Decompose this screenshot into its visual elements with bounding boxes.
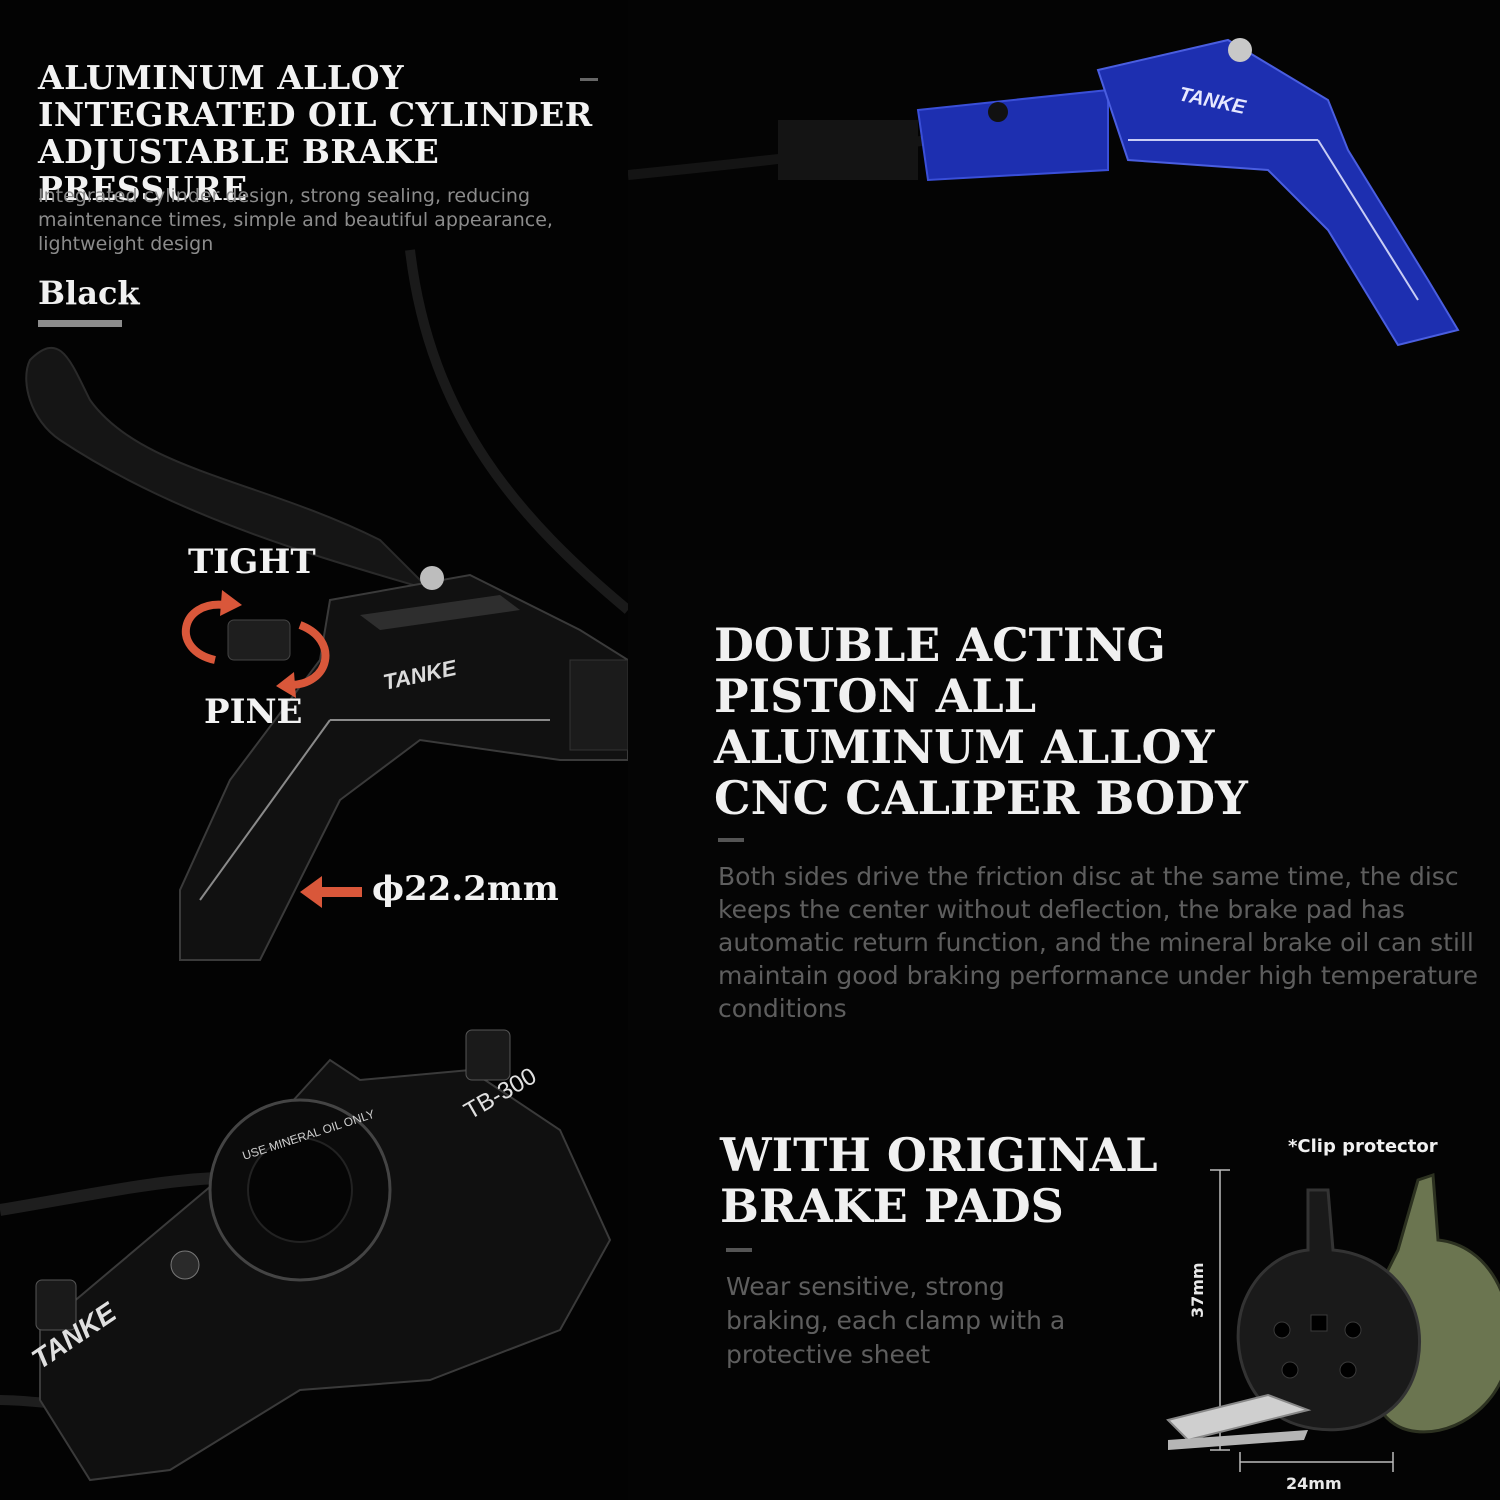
color-variant-label: Black bbox=[38, 274, 140, 312]
pressure-adjuster-knob bbox=[227, 619, 291, 661]
brake-pads-heading: WITH ORIGINAL BRAKE PADS bbox=[720, 1130, 1158, 1232]
diameter-arrowhead-icon bbox=[300, 876, 322, 908]
loosen-arrow-icon bbox=[289, 621, 330, 689]
pivot-bolt bbox=[1228, 38, 1252, 62]
heading-line: WITH ORIGINAL bbox=[720, 1128, 1158, 1182]
brake-hose bbox=[405, 249, 628, 614]
left-feature-panel: TANKE TB-300 USE MINERAL OIL ONLY TANKE … bbox=[0, 0, 628, 1500]
left-panel-heading: ALUMINUM ALLOY INTEGRATED OIL CYLINDER A… bbox=[38, 58, 628, 208]
heading-line: ADJUSTABLE BRAKE PRESSURE bbox=[38, 131, 440, 208]
loosen-arrowhead-icon bbox=[276, 672, 296, 698]
caliper-feature-panel: DOUBLE ACTING PISTON ALL ALUMINUM ALLOY … bbox=[628, 560, 1500, 1030]
handlebar-diameter-label: ϕ22.2mm bbox=[372, 869, 559, 909]
heading-line: PISTON ALL bbox=[714, 669, 1037, 723]
pad-hole bbox=[1344, 1321, 1362, 1339]
pad-width-label: 24mm bbox=[1286, 1474, 1342, 1493]
left-panel-description: Integrated cylinder design, strong seali… bbox=[38, 185, 553, 255]
lever-and-caliper-image: TANKE TB-300 USE MINERAL OIL ONLY TANKE bbox=[0, 249, 628, 1482]
heading-line: DOUBLE ACTING bbox=[714, 618, 1166, 672]
pad-hole bbox=[1310, 1314, 1328, 1332]
tighten-arrow-icon bbox=[181, 600, 226, 664]
lever-trim-line bbox=[199, 719, 331, 901]
heading-dash-divider bbox=[718, 838, 744, 842]
caliper-piston bbox=[247, 1137, 353, 1243]
brake-pads-image bbox=[1166, 1169, 1500, 1472]
clip-protector bbox=[1166, 1393, 1312, 1442]
heading-line: INTEGRATED OIL CYLINDER bbox=[38, 94, 593, 134]
pad-hole bbox=[1273, 1321, 1291, 1339]
pine-label: PINE bbox=[204, 692, 303, 732]
tighten-arrowhead-icon bbox=[220, 590, 242, 616]
clip-protector-arm bbox=[1168, 1430, 1308, 1450]
caliper-feature-description: Both sides drive the friction disc at th… bbox=[718, 862, 1478, 1023]
clip-protector-label: *Clip protector bbox=[1288, 1136, 1438, 1157]
blue-lever-body bbox=[1096, 38, 1460, 347]
tight-label: TIGHT bbox=[188, 542, 316, 582]
caliper-feature-heading: DOUBLE ACTING PISTON ALL ALUMINUM ALLOY … bbox=[714, 620, 1248, 824]
brake-pads-panel: WITH ORIGINAL BRAKE PADS Wear sensitive,… bbox=[628, 1030, 1500, 1500]
pad-hole bbox=[1339, 1361, 1357, 1379]
caliper-bolt-head bbox=[170, 1250, 200, 1280]
pivot-bolt bbox=[420, 566, 444, 590]
heading-line: CNC CALIPER BODY bbox=[714, 771, 1248, 825]
color-variant-underline bbox=[38, 320, 122, 327]
heading-dash-divider bbox=[726, 1248, 752, 1252]
brake-pads-description: Wear sensitive, strong braking, each cla… bbox=[726, 1272, 1066, 1369]
clamp-barrel bbox=[569, 659, 628, 751]
lever-body bbox=[179, 573, 628, 961]
caliper-mount-bolt bbox=[35, 1279, 77, 1331]
pad-height-label: 37mm bbox=[1188, 1262, 1207, 1318]
heading-line: BRAKE PADS bbox=[720, 1179, 1064, 1233]
blue-lever-panel: TANKE bbox=[628, 0, 1500, 560]
blue-lever-barrel bbox=[916, 88, 1109, 182]
lever-trim-line bbox=[1317, 139, 1419, 301]
lever-scale bbox=[360, 595, 520, 630]
blue-lever-image: TANKE bbox=[628, 38, 1460, 347]
pad-hole bbox=[1281, 1361, 1299, 1379]
caliper-mount-bolt bbox=[465, 1029, 511, 1081]
heading-line: ALUMINUM ALLOY bbox=[38, 58, 405, 97]
heading-line: ALUMINUM ALLOY bbox=[714, 720, 1215, 774]
barrel-screw bbox=[988, 102, 1008, 122]
brake-pad-backing bbox=[1236, 1188, 1421, 1432]
heading-dash-divider bbox=[580, 78, 598, 81]
hose-fitting bbox=[778, 120, 918, 180]
